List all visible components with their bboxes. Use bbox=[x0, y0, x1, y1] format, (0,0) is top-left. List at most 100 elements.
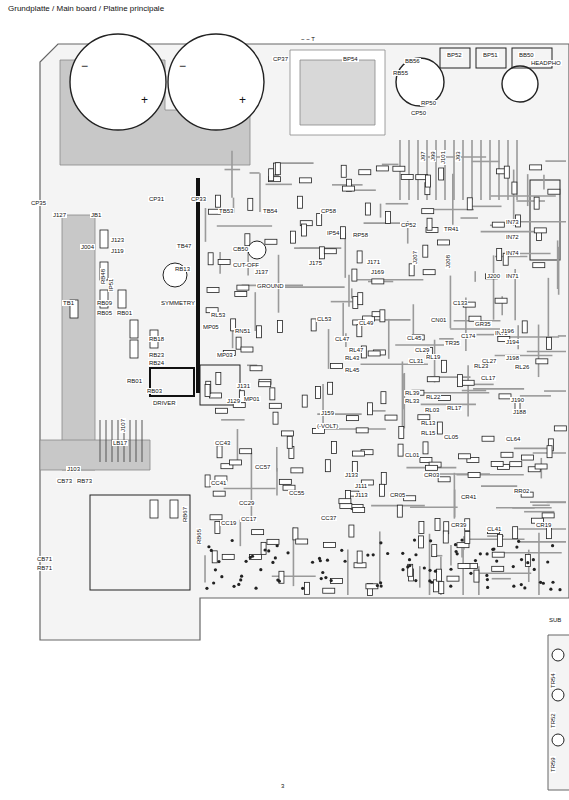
part-label: J196 bbox=[500, 328, 515, 334]
part-label: CL49 bbox=[358, 320, 374, 326]
part-label: CL17 bbox=[480, 375, 496, 381]
part-label: RL43 bbox=[344, 355, 360, 361]
part-label: CC41 bbox=[210, 480, 227, 486]
part-label: J99 bbox=[430, 150, 436, 162]
component-outlines bbox=[70, 163, 566, 596]
part-label: J101 bbox=[440, 150, 446, 165]
part-label: RB67 bbox=[182, 506, 188, 523]
part-label: J103 bbox=[66, 466, 81, 472]
part-label: CC43 bbox=[214, 440, 231, 446]
part-label: GROUND bbox=[256, 283, 285, 289]
part-label: RL47 bbox=[348, 347, 364, 353]
part-label: RL26 bbox=[514, 364, 530, 370]
part-label: RL22 bbox=[425, 394, 441, 400]
part-label: J133 bbox=[344, 472, 359, 478]
part-label: 3 bbox=[280, 783, 285, 789]
part-label: CR03 bbox=[423, 472, 440, 478]
part-label: CR05 bbox=[389, 492, 406, 498]
part-label: CC19 bbox=[220, 520, 237, 526]
part-label: J159 bbox=[320, 410, 335, 416]
part-label: CL31 bbox=[408, 358, 424, 364]
part-label: TB53 bbox=[218, 208, 234, 214]
part-label: CP37 bbox=[272, 56, 289, 62]
part-label: CB73 bbox=[56, 478, 73, 484]
part-label: CC29 bbox=[238, 500, 255, 506]
part-label: CP35 bbox=[30, 200, 47, 206]
part-label: IP51 bbox=[108, 278, 114, 292]
part-label: C133 bbox=[452, 300, 468, 306]
part-label: RL19 bbox=[425, 354, 441, 360]
part-label: + bbox=[140, 94, 149, 106]
part-label: CB71 bbox=[36, 556, 53, 562]
part-label: RL13 bbox=[420, 420, 436, 426]
part-label: RB09 bbox=[96, 300, 113, 306]
part-label: BP51 bbox=[482, 52, 499, 58]
traces bbox=[100, 140, 566, 595]
part-label: TR52 bbox=[550, 712, 556, 729]
part-label: RB05 bbox=[96, 310, 113, 316]
part-label: TB54 bbox=[262, 208, 278, 214]
part-label: BB56 bbox=[404, 58, 421, 64]
part-label: J97 bbox=[420, 150, 426, 162]
part-label: J169 bbox=[370, 269, 385, 275]
part-label: J127 bbox=[52, 212, 67, 218]
part-label: J188 bbox=[512, 409, 527, 415]
part-label: RP58 bbox=[352, 232, 369, 238]
part-label: RL39 bbox=[404, 390, 420, 396]
part-label: RB18 bbox=[148, 336, 165, 342]
part-label: BB50 bbox=[518, 52, 535, 58]
part-label: CC37 bbox=[320, 515, 337, 521]
part-label: RL03 bbox=[424, 407, 440, 413]
part-label: CL05 bbox=[443, 434, 459, 440]
part-label: CR19 bbox=[535, 522, 552, 528]
part-label: CL47 bbox=[334, 336, 350, 342]
part-label: LB17 bbox=[112, 440, 128, 446]
part-label: CUT-OFF bbox=[232, 262, 260, 268]
part-label: J194 bbox=[505, 339, 520, 345]
capacitor-symbols bbox=[70, 34, 538, 130]
part-label: CN01 bbox=[430, 317, 447, 323]
part-label: DRIVER bbox=[152, 400, 177, 406]
part-label: MP05 bbox=[202, 324, 220, 330]
part-label: RB01 bbox=[126, 378, 143, 384]
part-label: RB13 bbox=[174, 266, 191, 272]
part-label: CP31 bbox=[148, 196, 165, 202]
part-label: RB24 bbox=[148, 360, 165, 366]
part-label: CP50 bbox=[410, 110, 427, 116]
part-label: IN72 bbox=[505, 234, 520, 240]
part-label: CL41 bbox=[486, 526, 502, 532]
part-label: CP33 bbox=[190, 196, 207, 202]
part-label: RB65 bbox=[196, 528, 202, 545]
part-label: + bbox=[238, 94, 247, 106]
part-label: J107 bbox=[120, 418, 126, 433]
part-label: TB47 bbox=[176, 243, 192, 249]
part-label: CP58 bbox=[320, 208, 337, 214]
part-label: RR02 bbox=[513, 488, 530, 494]
part-label: TB1 bbox=[62, 300, 75, 306]
part-label: J207 bbox=[412, 250, 418, 265]
part-label: J198 bbox=[505, 355, 520, 361]
part-label: IN73 bbox=[505, 219, 520, 225]
part-label: JB1 bbox=[90, 212, 102, 218]
part-label: RB73 bbox=[76, 478, 93, 484]
part-label: RB71 bbox=[36, 565, 53, 571]
part-label: RB48 bbox=[100, 268, 106, 285]
part-label: J175 bbox=[308, 260, 323, 266]
part-label: J200 bbox=[486, 273, 501, 279]
part-label: IP54 bbox=[326, 230, 340, 236]
part-label: RL15 bbox=[420, 430, 436, 436]
sub-board bbox=[548, 635, 569, 790]
part-label: CR39 bbox=[450, 522, 467, 528]
part-label: HEADPHO bbox=[530, 60, 562, 66]
part-label: J123 bbox=[110, 237, 125, 243]
part-label: J111 bbox=[354, 483, 368, 489]
part-label: IN71 bbox=[505, 273, 520, 279]
part-label: BP52 bbox=[446, 52, 463, 58]
part-label: CL45 bbox=[406, 335, 422, 341]
part-label: TR35 bbox=[444, 340, 461, 346]
part-label: TR59 bbox=[550, 756, 556, 773]
part-label: J129 bbox=[226, 398, 241, 404]
part-label: TR54 bbox=[550, 672, 556, 689]
part-label: RB01 bbox=[116, 310, 133, 316]
